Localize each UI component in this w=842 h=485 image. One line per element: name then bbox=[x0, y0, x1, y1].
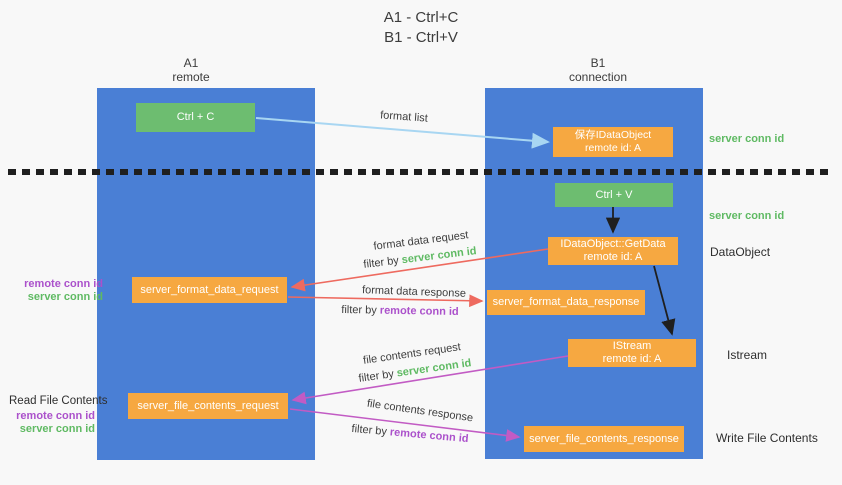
filter-by-text: filter by bbox=[341, 303, 380, 317]
write-file-contents-label: Write File Contents bbox=[716, 431, 818, 445]
remote-conn-id-text: remote conn id bbox=[379, 304, 459, 319]
remote-conn-id-left-top: remote conn id bbox=[24, 278, 103, 290]
remote-conn-id-text: remote conn id bbox=[389, 426, 469, 446]
lane-a1-name: A1 bbox=[183, 56, 199, 70]
filter-by-text: filter by bbox=[357, 367, 398, 385]
getdata-line2: remote id: A bbox=[583, 251, 643, 263]
server-format-data-response-box: server_format_data_response bbox=[487, 290, 645, 315]
istream-box: IStream remote id: A bbox=[568, 339, 696, 367]
file-contents-response-filter-label: filter by remote conn id bbox=[351, 423, 469, 445]
ctrl-v-box: Ctrl + V bbox=[555, 183, 673, 207]
filter-by-text: filter by bbox=[362, 254, 403, 271]
format-data-response-label: format data response bbox=[361, 284, 467, 300]
save-idataobject-line2: remote id: A bbox=[584, 142, 642, 154]
istream-line2: remote id: A bbox=[602, 353, 662, 365]
ctrl-c-box: Ctrl + C bbox=[136, 103, 255, 132]
file-contents-response-label: file contents response bbox=[366, 397, 474, 425]
save-idataobject-box: 保存IDataObject remote id: A bbox=[553, 127, 673, 157]
server-conn-id-left-bottom: server conn id bbox=[19, 423, 95, 435]
lane-b1-name: B1 bbox=[590, 56, 606, 70]
server-conn-id-text: server conn id bbox=[401, 245, 478, 267]
format-list-label: format list bbox=[379, 109, 429, 125]
title-line-1: A1 - Ctrl+C bbox=[383, 9, 459, 26]
lane-a1-subtitle: remote bbox=[172, 70, 210, 84]
lane-header-a1: A1 remote bbox=[172, 56, 209, 84]
server-conn-id-right-mid: server conn id bbox=[709, 210, 785, 222]
idataobject-getdata-box: IDataObject::GetData remote id: A bbox=[548, 237, 678, 265]
getdata-line1: IDataObject::GetData bbox=[560, 238, 666, 250]
format-data-response-filter-label: filter by remote conn id bbox=[341, 304, 459, 318]
diagram-title: A1 - Ctrl+C B1 - Ctrl+V bbox=[0, 8, 842, 48]
filter-by-text: filter by bbox=[351, 422, 391, 439]
istream-line1: IStream bbox=[612, 340, 652, 352]
read-file-contents-label: Read File Contents bbox=[9, 395, 108, 407]
session-divider-dotted-line bbox=[8, 169, 828, 175]
title-line-2: B1 - Ctrl+V bbox=[384, 29, 458, 46]
server-file-contents-response-box: server_file_contents_response bbox=[524, 426, 684, 452]
istream-label: Istream bbox=[727, 348, 768, 362]
dataobject-label: DataObject bbox=[710, 245, 771, 259]
server-format-data-request-box: server_format_data_request bbox=[132, 277, 287, 303]
server-file-contents-request-box: server_file_contents_request bbox=[128, 393, 288, 419]
remote-conn-id-left-bottom: remote conn id bbox=[16, 410, 95, 422]
lane-header-b1: B1 connection bbox=[569, 56, 627, 84]
save-idataobject-line1: 保存IDataObject bbox=[574, 129, 652, 141]
server-conn-id-left-top: server conn id bbox=[27, 291, 103, 303]
lane-b1-subtitle: connection bbox=[568, 70, 628, 84]
server-conn-id-right-top: server conn id bbox=[709, 133, 785, 145]
